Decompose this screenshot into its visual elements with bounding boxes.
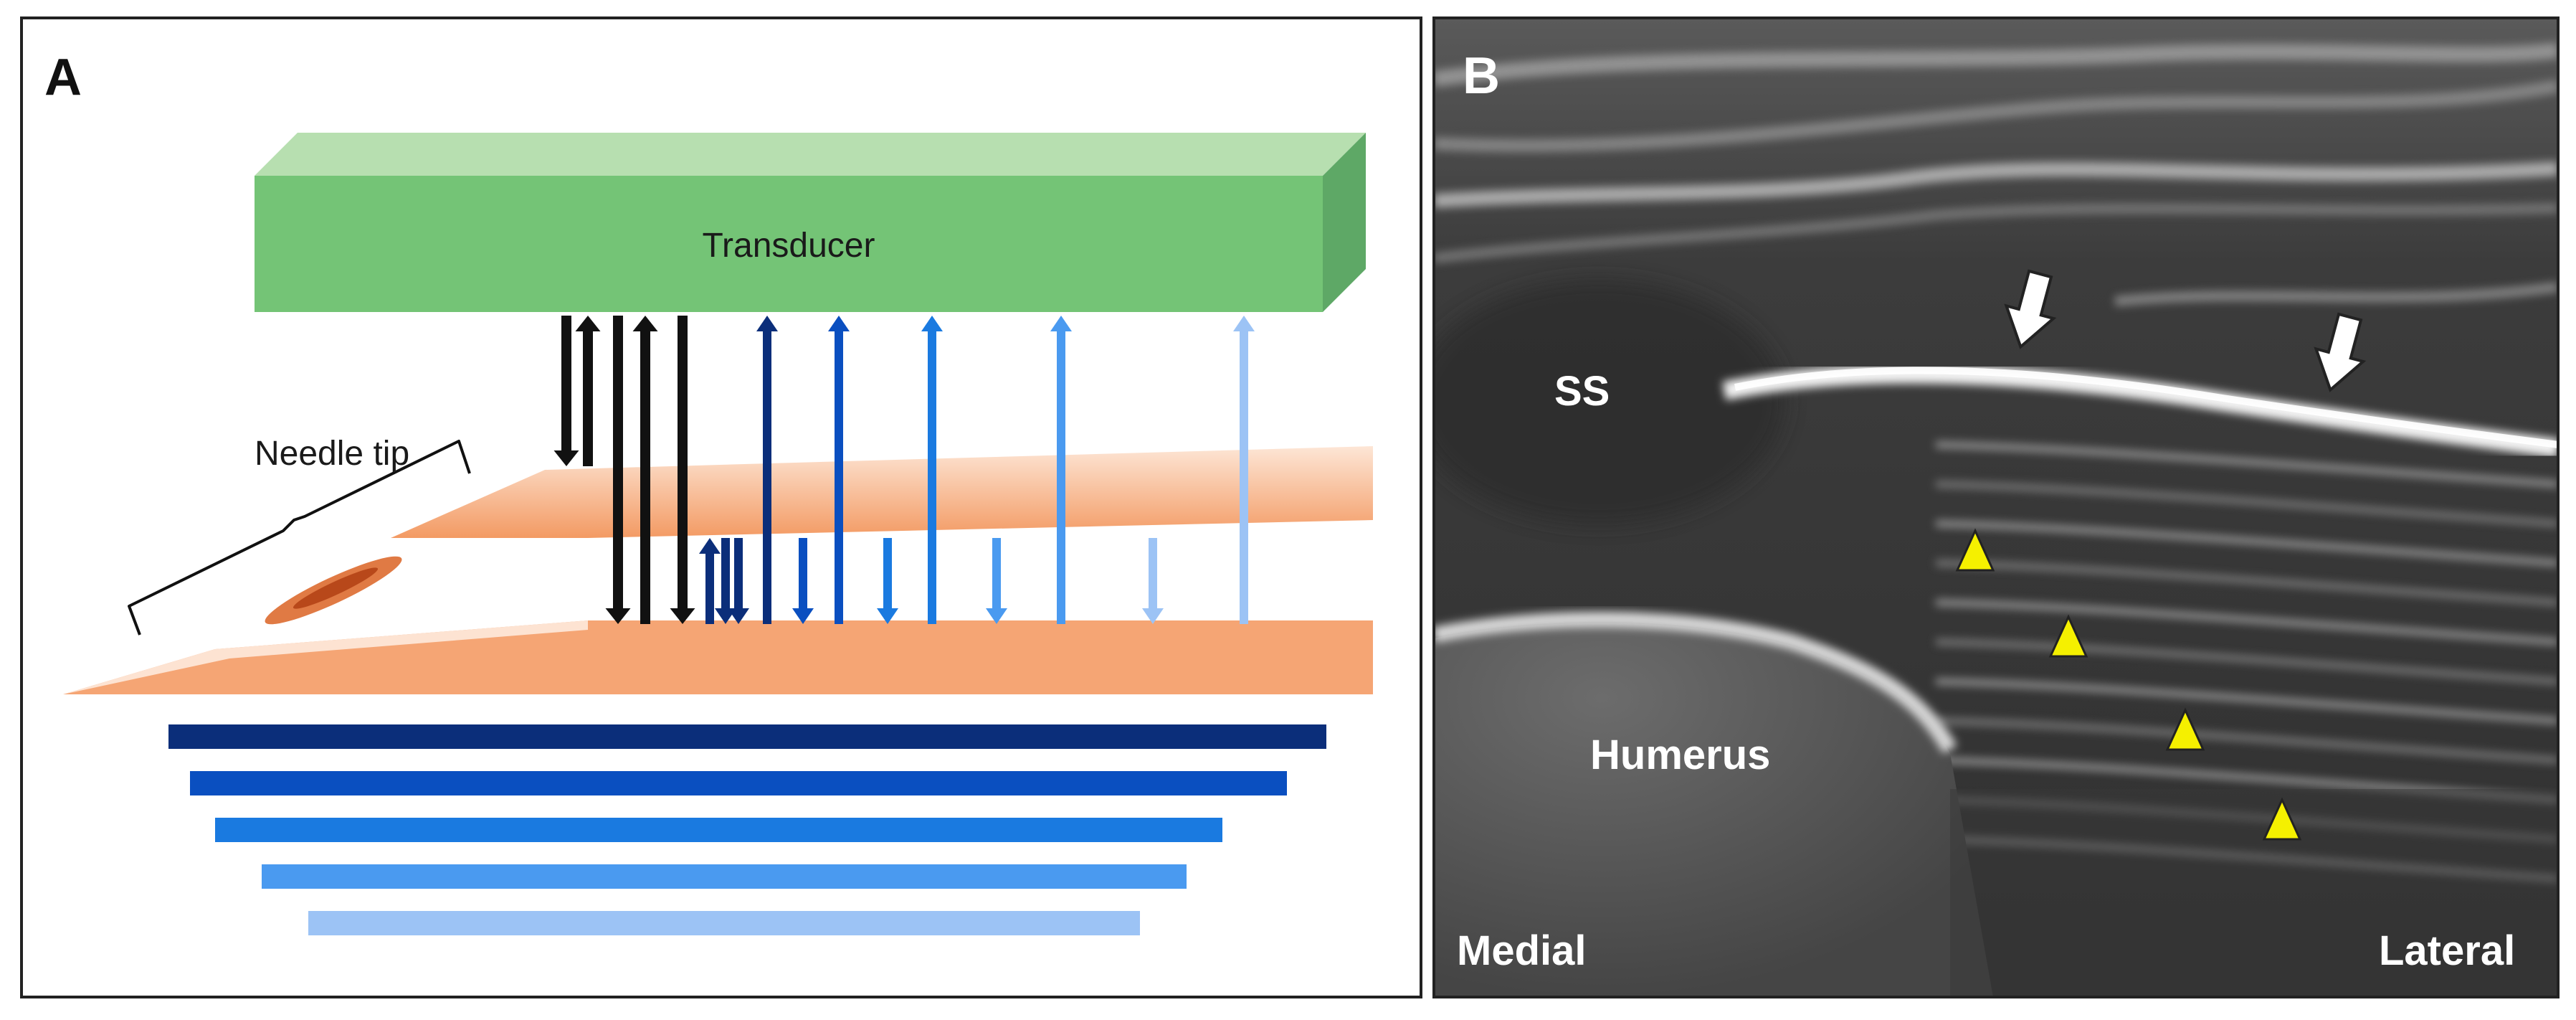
reverberation-bar-3 xyxy=(215,818,1222,842)
medial-label: Medial xyxy=(1457,927,1587,974)
reverberation-arrowhead-3 xyxy=(2165,707,2205,751)
needle-upper-wall xyxy=(391,446,1373,538)
reverberation-arrowhead-2 xyxy=(2048,614,2088,658)
reverberation-line-5 xyxy=(1935,599,2558,646)
reverberation-arrowhead-1 xyxy=(1955,528,1995,572)
panel-b-letter: B xyxy=(1463,47,1500,105)
transducer-top-face xyxy=(255,133,1366,176)
humerus-region xyxy=(1434,623,1993,997)
needle-tip-bracket xyxy=(128,440,471,636)
needle-bevel-highlight xyxy=(63,620,588,694)
reverb-arrow-up-2 xyxy=(632,316,658,624)
superficial-fascia-layers xyxy=(1434,42,2558,306)
echo-arrow-down-5 xyxy=(1142,538,1164,624)
humerus-label: Humerus xyxy=(1590,732,1770,778)
echo-arrow-up-4 xyxy=(1050,316,1072,624)
reverberation-bar-2 xyxy=(190,771,1287,795)
panel-b-frame xyxy=(1432,16,2560,998)
reverb-arrow-down-1 xyxy=(553,316,579,466)
needle-tip-annotation: Needle tip xyxy=(128,435,471,636)
panel-b: B SS Humerus Medial Lateral xyxy=(1432,16,2560,998)
echo-arrow-down-4 xyxy=(986,538,1007,624)
ss-label: SS xyxy=(1554,368,1610,415)
deep-tissue xyxy=(1950,789,2558,997)
reverb-arrow-down-2 xyxy=(605,316,631,624)
needle-arrow-2 xyxy=(2314,312,2367,392)
echo-arrow-down-2 xyxy=(792,538,814,624)
needle xyxy=(63,446,1373,694)
reverberation-line-7 xyxy=(1935,678,2558,724)
reverberation-line-4 xyxy=(1935,559,2558,606)
reverberation-line-1 xyxy=(1935,441,2558,488)
humerus-cortex xyxy=(1434,611,1957,754)
reverberation-bar-1 xyxy=(168,724,1326,749)
supraspinatus-region xyxy=(1434,280,1785,524)
transducer-front-face xyxy=(255,176,1323,312)
echo-arrows xyxy=(553,316,1255,624)
reverberation-bar-5 xyxy=(308,911,1140,935)
reverb-arrow-up-1 xyxy=(575,316,601,466)
needle-tip-label: Needle tip xyxy=(255,435,409,473)
needle-bevel-inner xyxy=(293,567,379,609)
reverberation-bar-4 xyxy=(262,864,1187,889)
transducer: Transducer xyxy=(255,133,1366,312)
panel-a-letter: A xyxy=(44,49,82,106)
echo-arrow-down-3 xyxy=(877,538,898,624)
echo-arrow-up-1 xyxy=(756,316,778,624)
reverberation-bars xyxy=(168,724,1326,935)
reverberation-line-6 xyxy=(1935,638,2558,685)
reverberation-arrowhead-4 xyxy=(2262,797,2302,841)
lateral-label: Lateral xyxy=(2379,927,2515,974)
panel-a: A Transducer Needle tip xyxy=(20,16,1422,998)
echo-arrow-down-1 xyxy=(715,538,736,624)
reverberation-line-2 xyxy=(1935,481,2558,527)
echo-arrow-up-3 xyxy=(921,316,943,624)
transducer-side-face xyxy=(1323,133,1366,312)
needle-echo-core xyxy=(1734,367,2558,448)
echo-arrow-up-5 xyxy=(1233,316,1255,624)
echo-arrow-up-2 xyxy=(828,316,850,624)
transducer-label: Transducer xyxy=(703,227,875,265)
reverb-arrow-down-3 xyxy=(670,316,695,624)
echo-bounce-up-1 xyxy=(699,538,721,624)
needle-arrow-1 xyxy=(2004,269,2057,349)
reverberation-line-3 xyxy=(1935,520,2558,567)
